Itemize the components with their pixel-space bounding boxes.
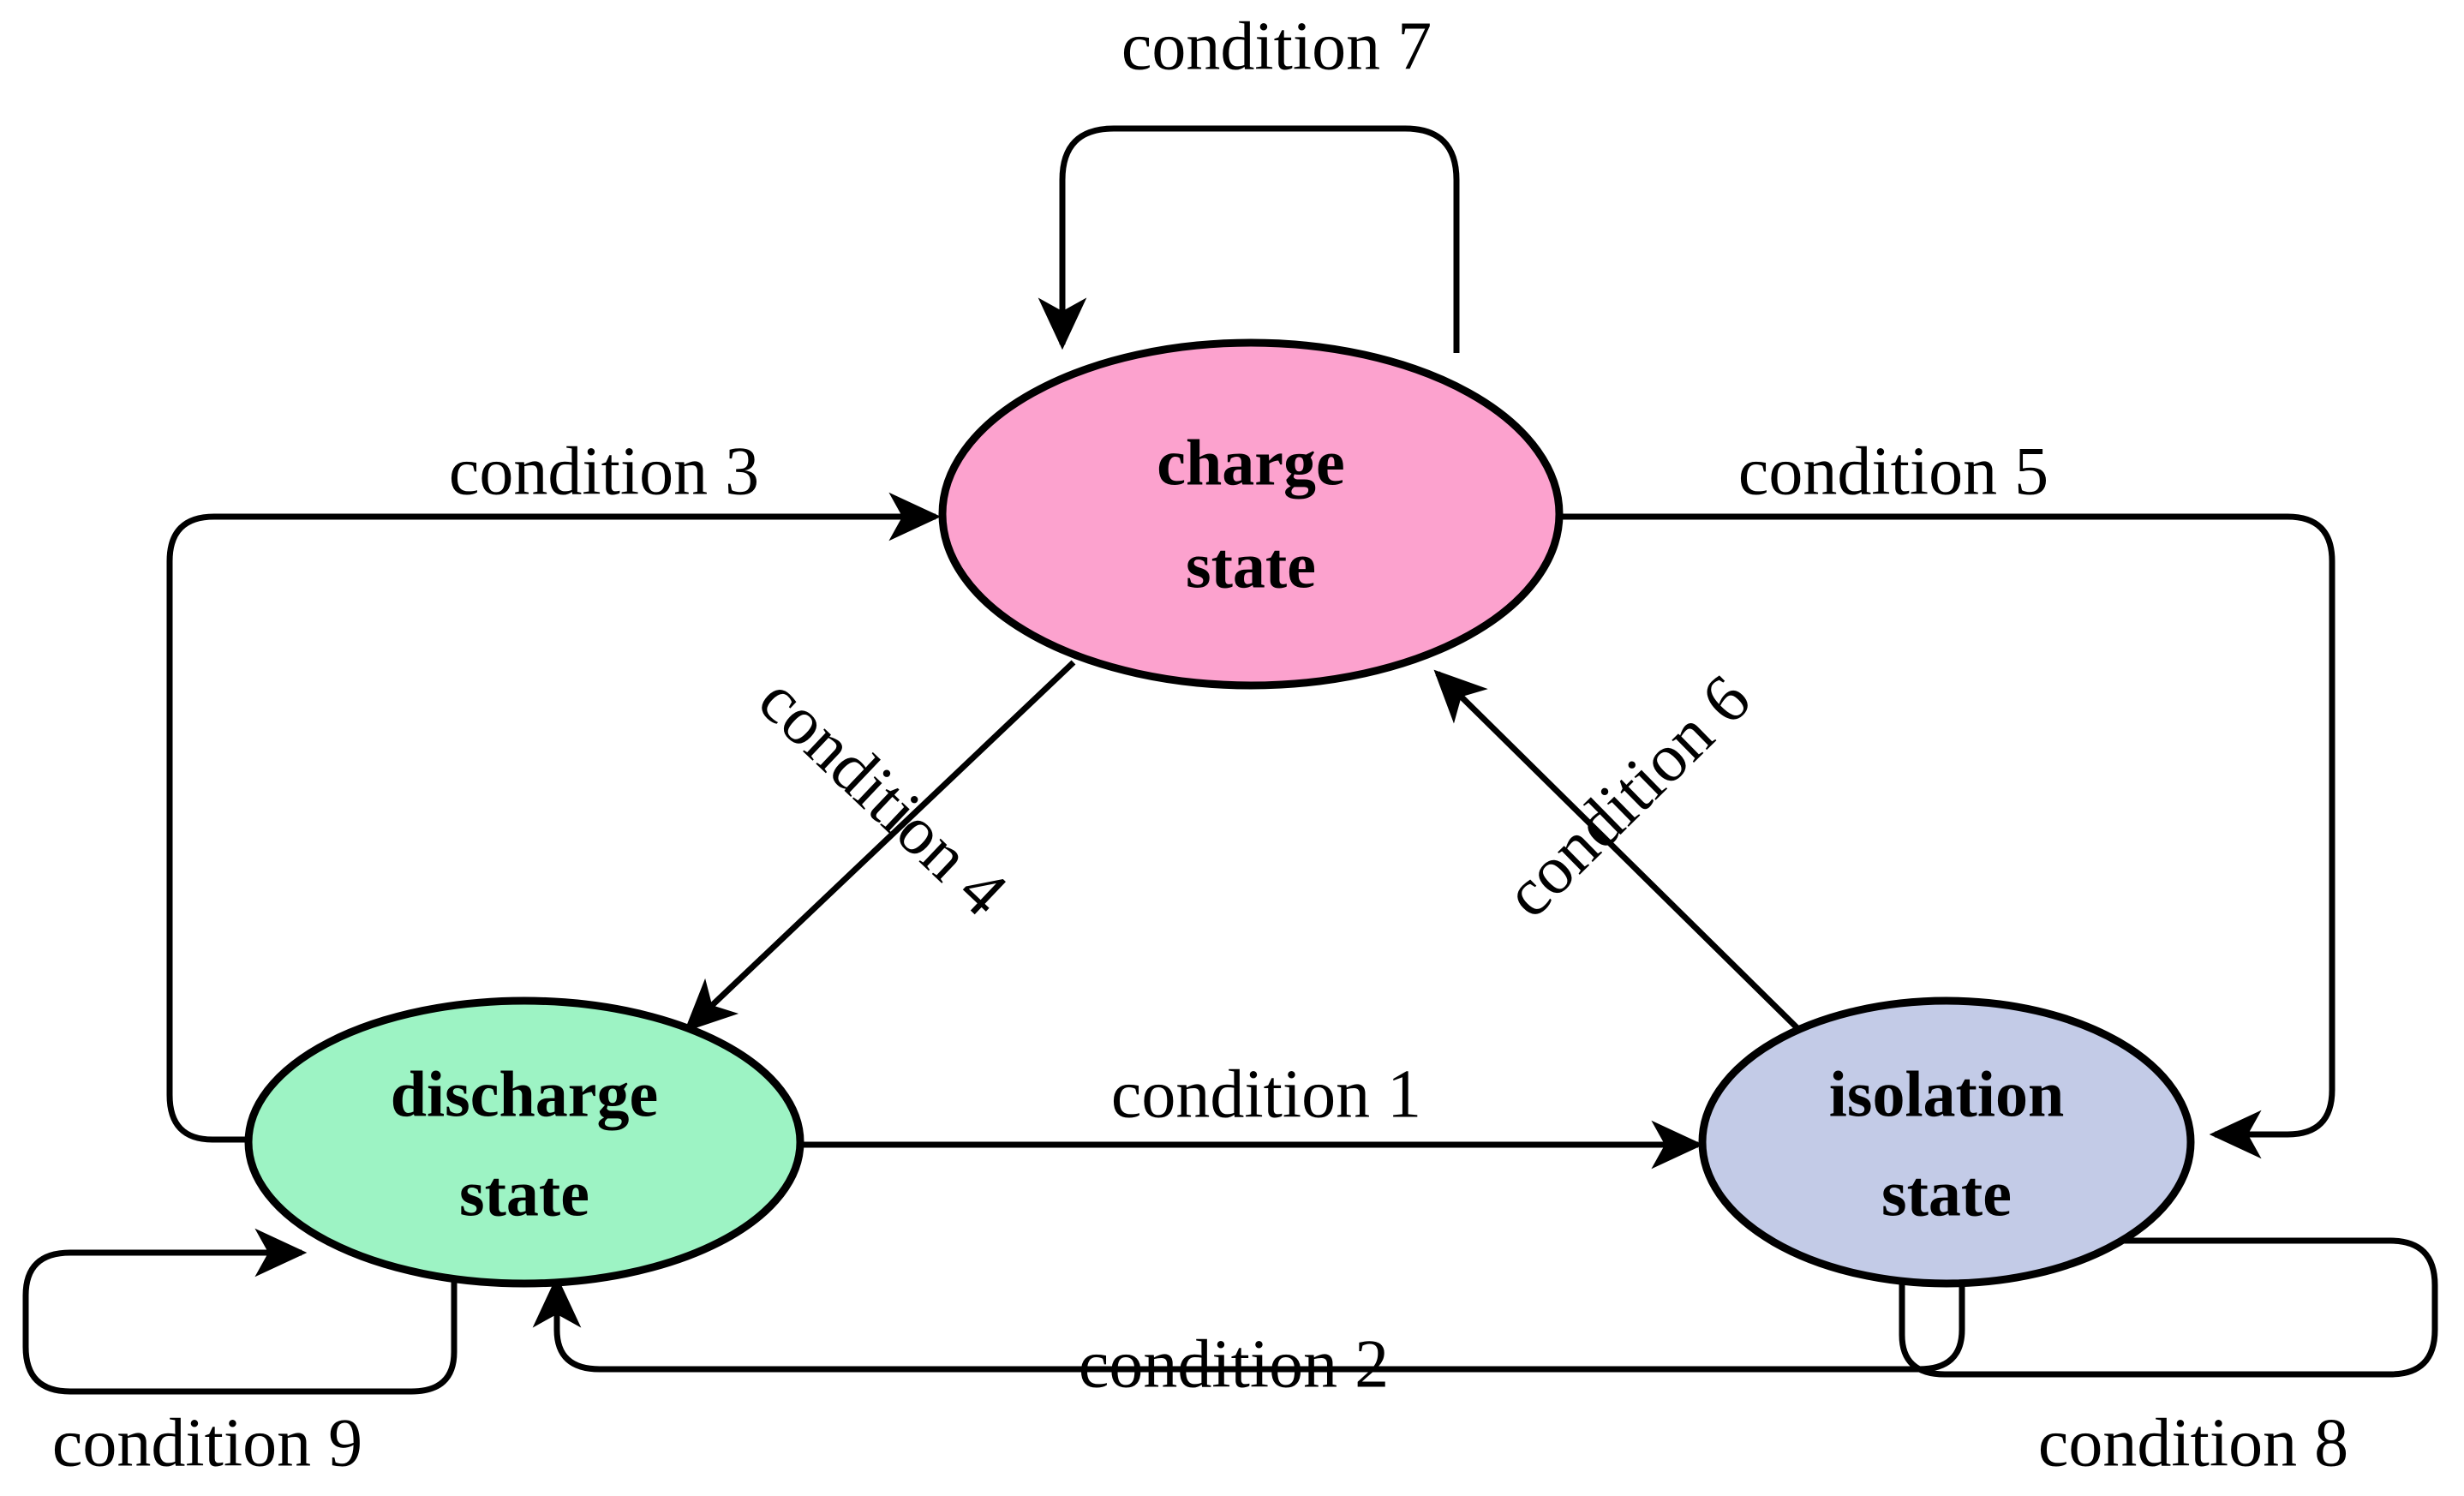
edge-condition-4[interactable]	[684, 660, 1076, 1032]
state-node-isolation[interactable]: isolation state	[1698, 996, 2195, 1288]
edge-label-condition-2: condition 2	[1079, 1326, 1389, 1402]
edge-label-condition-5: condition 5	[1738, 434, 2048, 509]
charge-state-label-line2: state	[1186, 530, 1316, 601]
edge-label-condition-4: condition 4	[745, 662, 1021, 931]
edge-condition-2[interactable]	[532, 1275, 1965, 1373]
edge-condition-5[interactable]	[1561, 513, 2335, 1159]
edge-condition-3[interactable]	[166, 492, 942, 1143]
state-node-discharge[interactable]: discharge state	[244, 996, 804, 1288]
edge-label-condition-8: condition 8	[2038, 1405, 2348, 1481]
edge-label-condition-1: condition 1	[1111, 1056, 1421, 1132]
charge-state-ellipse[interactable]	[938, 338, 1564, 690]
discharge-state-label-line2: state	[459, 1158, 589, 1230]
isolation-state-label-line1: isolation	[1829, 1058, 2065, 1130]
edge-label-condition-6: condition 6	[1491, 661, 1765, 932]
isolation-state-label-line2: state	[1881, 1158, 2012, 1230]
edge-label-condition-3: condition 3	[449, 434, 759, 509]
discharge-state-ellipse[interactable]	[244, 996, 804, 1288]
state-node-charge[interactable]: charge state	[938, 338, 1564, 690]
edge-condition-9[interactable]	[22, 1228, 458, 1395]
edge-condition-6[interactable]	[1433, 669, 1802, 1032]
isolation-state-ellipse[interactable]	[1698, 996, 2195, 1288]
charge-state-label-line1: charge	[1157, 427, 1344, 499]
edge-label-condition-9: condition 9	[52, 1405, 362, 1481]
edge-label-condition-7: condition 7	[1121, 9, 1432, 84]
discharge-state-label-line1: discharge	[391, 1058, 658, 1130]
edge-condition-7[interactable]	[1038, 125, 1460, 353]
